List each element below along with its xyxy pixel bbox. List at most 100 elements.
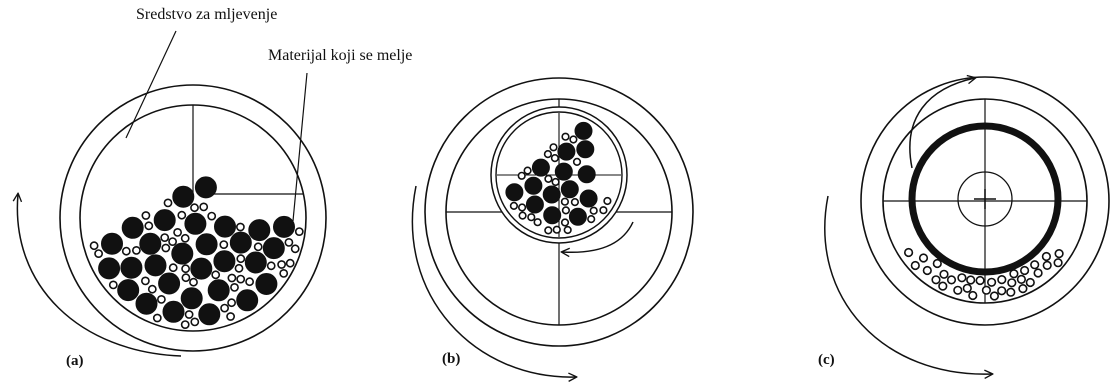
grinding-ball (171, 242, 194, 265)
grinding-ball (244, 251, 267, 274)
material-particle (1053, 258, 1063, 268)
material-particle (168, 263, 178, 273)
material-particle (989, 291, 1000, 301)
material-particle (94, 249, 103, 258)
material-particle (1025, 277, 1035, 288)
material-particle (563, 225, 572, 235)
material-particle (184, 310, 194, 319)
grinding-ball (543, 206, 562, 225)
material-particle (910, 260, 920, 271)
material-particle (1009, 269, 1019, 279)
label-grinding-medium: Sredstvo za mljevenje (136, 6, 278, 23)
material-particle (957, 273, 967, 283)
grinding-ball (190, 257, 213, 280)
material-particle (279, 268, 289, 278)
material-particle (190, 203, 199, 213)
panel-a-label: (a) (66, 353, 84, 369)
material-particle (1030, 260, 1040, 270)
material-particle (569, 135, 578, 144)
material-particle (561, 206, 571, 215)
grinding-ball (531, 158, 550, 177)
panel-a (17, 30, 327, 357)
material-particle (544, 226, 553, 235)
material-particle (932, 258, 942, 269)
material-particle (550, 154, 560, 163)
material-particle (220, 303, 229, 313)
material-particle (189, 277, 198, 287)
grinding-ball (180, 287, 203, 310)
label-material: Materijal koji se melje (268, 47, 413, 64)
grinding-ball (236, 289, 259, 312)
grinding-ball (139, 232, 162, 255)
grinding-ball (117, 279, 140, 302)
material-particle (1041, 251, 1051, 262)
grinding-ball (560, 180, 579, 199)
grinding-balls-a (98, 176, 295, 326)
material-particle (603, 196, 612, 206)
material-particle (147, 284, 157, 294)
panel-c (824, 77, 1110, 374)
grinding-ball (98, 257, 121, 280)
leader-line-material (292, 72, 308, 222)
material-particle (1042, 260, 1052, 271)
material-particle (181, 264, 190, 274)
grinding-ball (153, 209, 176, 232)
grinding-ball (248, 219, 271, 242)
material-particle (1018, 284, 1028, 294)
material-particle (533, 218, 542, 227)
rotation-arrow-b (411, 185, 576, 377)
grinding-ball (574, 121, 593, 140)
material-particle (1054, 249, 1064, 259)
material-particle (903, 247, 914, 258)
material-particle (141, 211, 151, 220)
material-particle (572, 157, 582, 166)
grinding-ball (524, 176, 543, 195)
grinding-ball (255, 273, 278, 295)
grinding-balls-b (505, 121, 598, 226)
grinding-ball (121, 216, 144, 239)
material-particle (517, 171, 526, 180)
material-particle (1016, 274, 1027, 285)
grinding-ball (576, 140, 595, 159)
material-particle (290, 244, 300, 254)
grinding-ball (505, 183, 524, 202)
material-particle (168, 237, 177, 246)
material-particle (121, 246, 131, 256)
grinding-ball (557, 142, 576, 161)
material-particle (173, 227, 182, 237)
material-particle (587, 215, 596, 224)
grinding-ball (229, 231, 252, 254)
material-particle (236, 274, 246, 284)
grinding-ball (144, 254, 167, 277)
grinding-ball (542, 185, 561, 204)
material-particle (131, 245, 141, 255)
material-particle (527, 213, 536, 222)
material-particle (986, 277, 997, 287)
material-particle (931, 275, 941, 285)
material-particle (245, 277, 254, 287)
mill-outer-shell-a (59, 84, 327, 352)
material-particle (294, 227, 304, 236)
material-particle (156, 294, 166, 304)
rotation-arrow-c (824, 195, 992, 374)
rotor-rotation-arrow-c (909, 78, 975, 169)
panel-b (411, 77, 694, 377)
material-particle (523, 166, 532, 175)
material-particle (199, 202, 209, 212)
crosshair-a (192, 105, 306, 195)
grinding-ball (195, 233, 218, 256)
material-particle (922, 265, 932, 276)
material-particle (277, 260, 286, 269)
material-particle (549, 143, 558, 152)
panel-b-label: (b) (442, 351, 461, 367)
material-particle (570, 198, 580, 207)
material-particle (1019, 265, 1030, 276)
material-particle (163, 198, 173, 208)
grinding-ball (158, 272, 181, 295)
grinding-ball (213, 250, 236, 273)
material-particle (946, 275, 957, 285)
grinding-ball (194, 176, 217, 199)
material-particle (918, 253, 929, 263)
material-particle (966, 275, 976, 285)
